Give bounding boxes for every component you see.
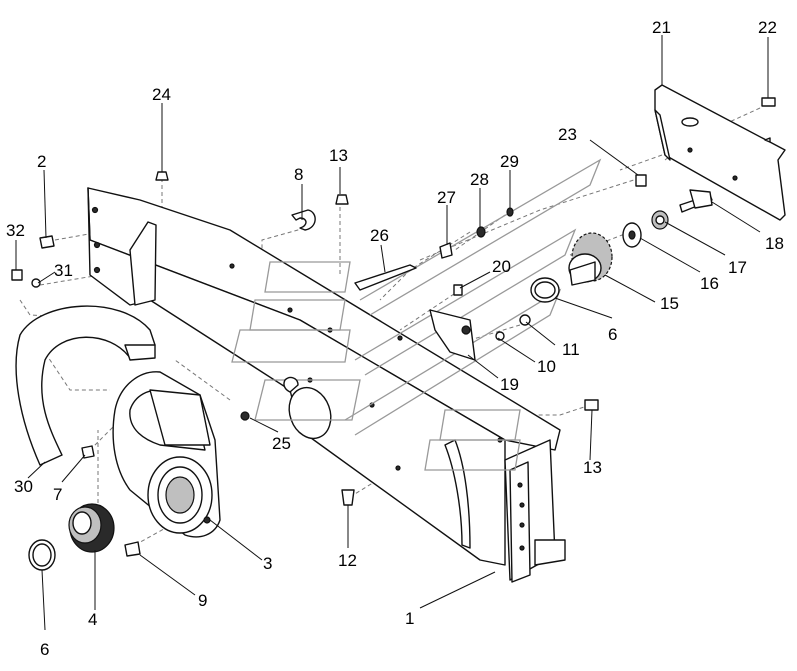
callout-25: 25 [272,434,291,453]
leader-lines [15,35,769,631]
small-hardware [11,97,776,557]
bracket-19 [429,309,476,361]
ring-6-right [530,277,560,303]
bolt-18 [679,189,713,213]
callout-24: 24 [152,85,171,104]
callout-7: 7 [53,485,62,504]
callout-30: 30 [14,477,33,496]
callout-19: 19 [500,375,519,394]
callout-21: 21 [652,18,671,37]
callout-16: 16 [700,274,719,293]
callout-18: 18 [765,234,784,253]
callout-17: 17 [728,258,747,277]
guard-strip-30 [15,305,156,466]
callout-2: 2 [37,152,46,171]
callout-31: 31 [54,261,73,280]
callout-29: 29 [500,152,519,171]
washer-16 [622,222,642,248]
callout-22: 22 [758,18,777,37]
callout-6b: 6 [608,325,617,344]
callout-6a: 6 [40,640,49,659]
callout-10: 10 [537,357,556,376]
callout-13b: 13 [583,458,602,477]
callout-11: 11 [562,340,580,359]
nut-17 [651,210,669,230]
callout-15: 15 [660,294,679,313]
callout-20: 20 [492,257,511,276]
bearing-housing-3 [112,371,221,538]
callout-13a: 13 [329,146,348,165]
callout-9: 9 [198,591,207,610]
callout-32: 32 [6,221,25,240]
bearing-4 [68,503,115,553]
ring-6-left [28,539,56,571]
callout-labels: 1 2 3 4 6 6 7 8 9 10 11 12 13 13 15 16 1… [6,18,784,659]
callout-3: 3 [263,554,272,573]
shield-21 [654,84,786,221]
main-housing [87,187,566,583]
callout-1: 1 [405,609,414,628]
callout-23: 23 [558,125,577,144]
callout-27: 27 [437,188,456,207]
sprocket-15 [568,232,613,286]
callout-8: 8 [294,165,303,184]
callout-28: 28 [470,170,489,189]
callout-4: 4 [88,610,97,629]
callout-12: 12 [338,551,357,570]
callout-26: 26 [370,226,389,245]
